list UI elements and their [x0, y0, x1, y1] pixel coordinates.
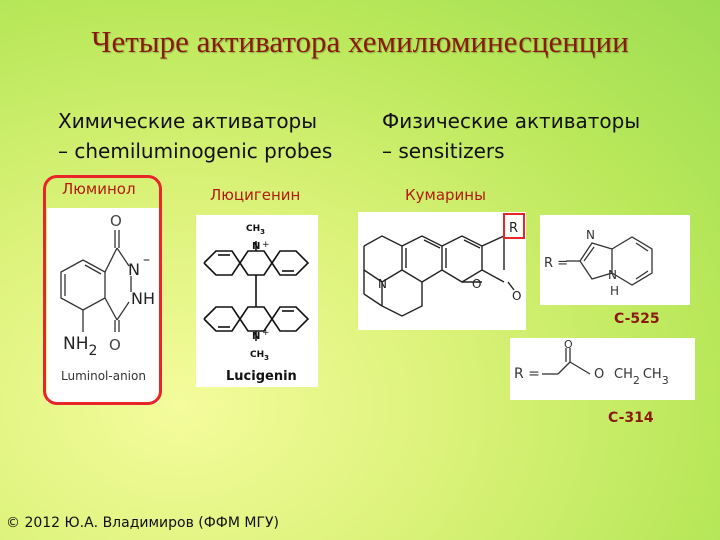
lucigenin-structure-panel: CH3 N + N + CH3 Lucigenin: [196, 215, 318, 387]
lucigenin-ch-top: CH: [246, 224, 260, 234]
c314-name: C-314: [608, 410, 654, 426]
luminol-caption: Luminol-anion: [61, 369, 146, 383]
coumarin-structure: R N O O: [363, 213, 525, 317]
coumarin-ring-oxygen: O: [472, 277, 481, 291]
lucigenin-sub-bottom: 3: [264, 354, 269, 362]
luminol-oxygen-top: O: [110, 212, 122, 230]
luminol-structure-panel: O N – NH O NH2 Luminol-anion: [47, 208, 159, 403]
lucigenin-methyl-bottom: CH3: [250, 350, 269, 362]
c525-hydrogen: H: [610, 284, 619, 298]
c314-ch3: CH: [643, 367, 662, 382]
c525-nitrogen-top: N: [586, 228, 595, 242]
luminol-structure: O N – NH O NH2 Luminol-anion: [60, 212, 155, 383]
c314-ch2: CH: [614, 367, 633, 382]
lucigenin-nitrogen-top: N: [252, 241, 260, 252]
c525-r-equals: R =: [544, 256, 568, 271]
c314-oxygen-top: O: [564, 338, 573, 351]
c314-oxygen-chain: O: [594, 367, 604, 382]
chemical-activators-line2: – chemiluminogenic probes: [58, 139, 333, 163]
luminol-highlight-frame: [43, 175, 162, 405]
coumarin-r-highlight: [503, 213, 525, 239]
coumarin-exo-oxygen: O: [512, 289, 521, 303]
luminol-nh2-n: NH: [63, 334, 89, 354]
coumarin-nitrogen: N: [378, 277, 387, 291]
lucigenin-structure: CH3 N + N + CH3 Lucigenin: [203, 224, 310, 384]
c525-nitrogen-bottom: N: [608, 268, 617, 282]
c314-ch2-sub: 2: [633, 374, 640, 387]
coumarin-structure-panel: R N O O: [358, 212, 526, 330]
lucigenin-sub-top: 3: [260, 228, 265, 236]
luminol-negative-charge: –: [143, 252, 150, 268]
luminol-oxygen-bottom: O: [109, 336, 121, 354]
c525-name: C-525: [614, 311, 660, 327]
luminol-nh2: NH2: [63, 334, 97, 359]
lucigenin-plus-top: +: [262, 240, 270, 250]
chemical-activators-heading: Химические активаторы – chemiluminogenic…: [58, 106, 332, 166]
luminol-nh: NH: [131, 289, 155, 308]
luminol-nh2-sub: 2: [89, 343, 98, 359]
lucigenin-methyl-top: CH3: [246, 224, 265, 236]
coumarin-r-substituent: R: [509, 221, 518, 236]
lucigenin-label: Люцигенин: [210, 186, 301, 204]
lucigenin-caption: Lucigenin: [226, 369, 297, 384]
luminol-nitrogen-anion: N: [128, 260, 140, 279]
chemical-activators-line1: Химические активаторы: [58, 109, 318, 133]
luminol-label: Люминол: [62, 180, 136, 198]
physical-activators-line2: – sensitizers: [382, 139, 505, 163]
copyright-footer: © 2012 Ю.А. Владимиров (ФФМ МГУ): [6, 515, 279, 531]
physical-activators-line1: Физические активаторы: [382, 109, 641, 133]
physical-activators-heading: Физические активаторы – sensitizers: [382, 106, 640, 166]
lucigenin-ch-bottom: CH: [250, 350, 264, 360]
coumarins-label: Кумарины: [405, 186, 486, 204]
c525-structure-panel: R = N N H: [540, 215, 690, 305]
lucigenin-nitrogen-bottom: N: [252, 331, 260, 342]
slide-title: Четыре активатора хемилюминесценции: [91, 24, 629, 59]
c314-ch3-sub: 3: [662, 374, 669, 387]
lucigenin-plus-bottom: +: [262, 328, 270, 338]
c314-r-equals: R =: [514, 366, 540, 382]
c525-structure: R = N N H: [544, 228, 653, 298]
